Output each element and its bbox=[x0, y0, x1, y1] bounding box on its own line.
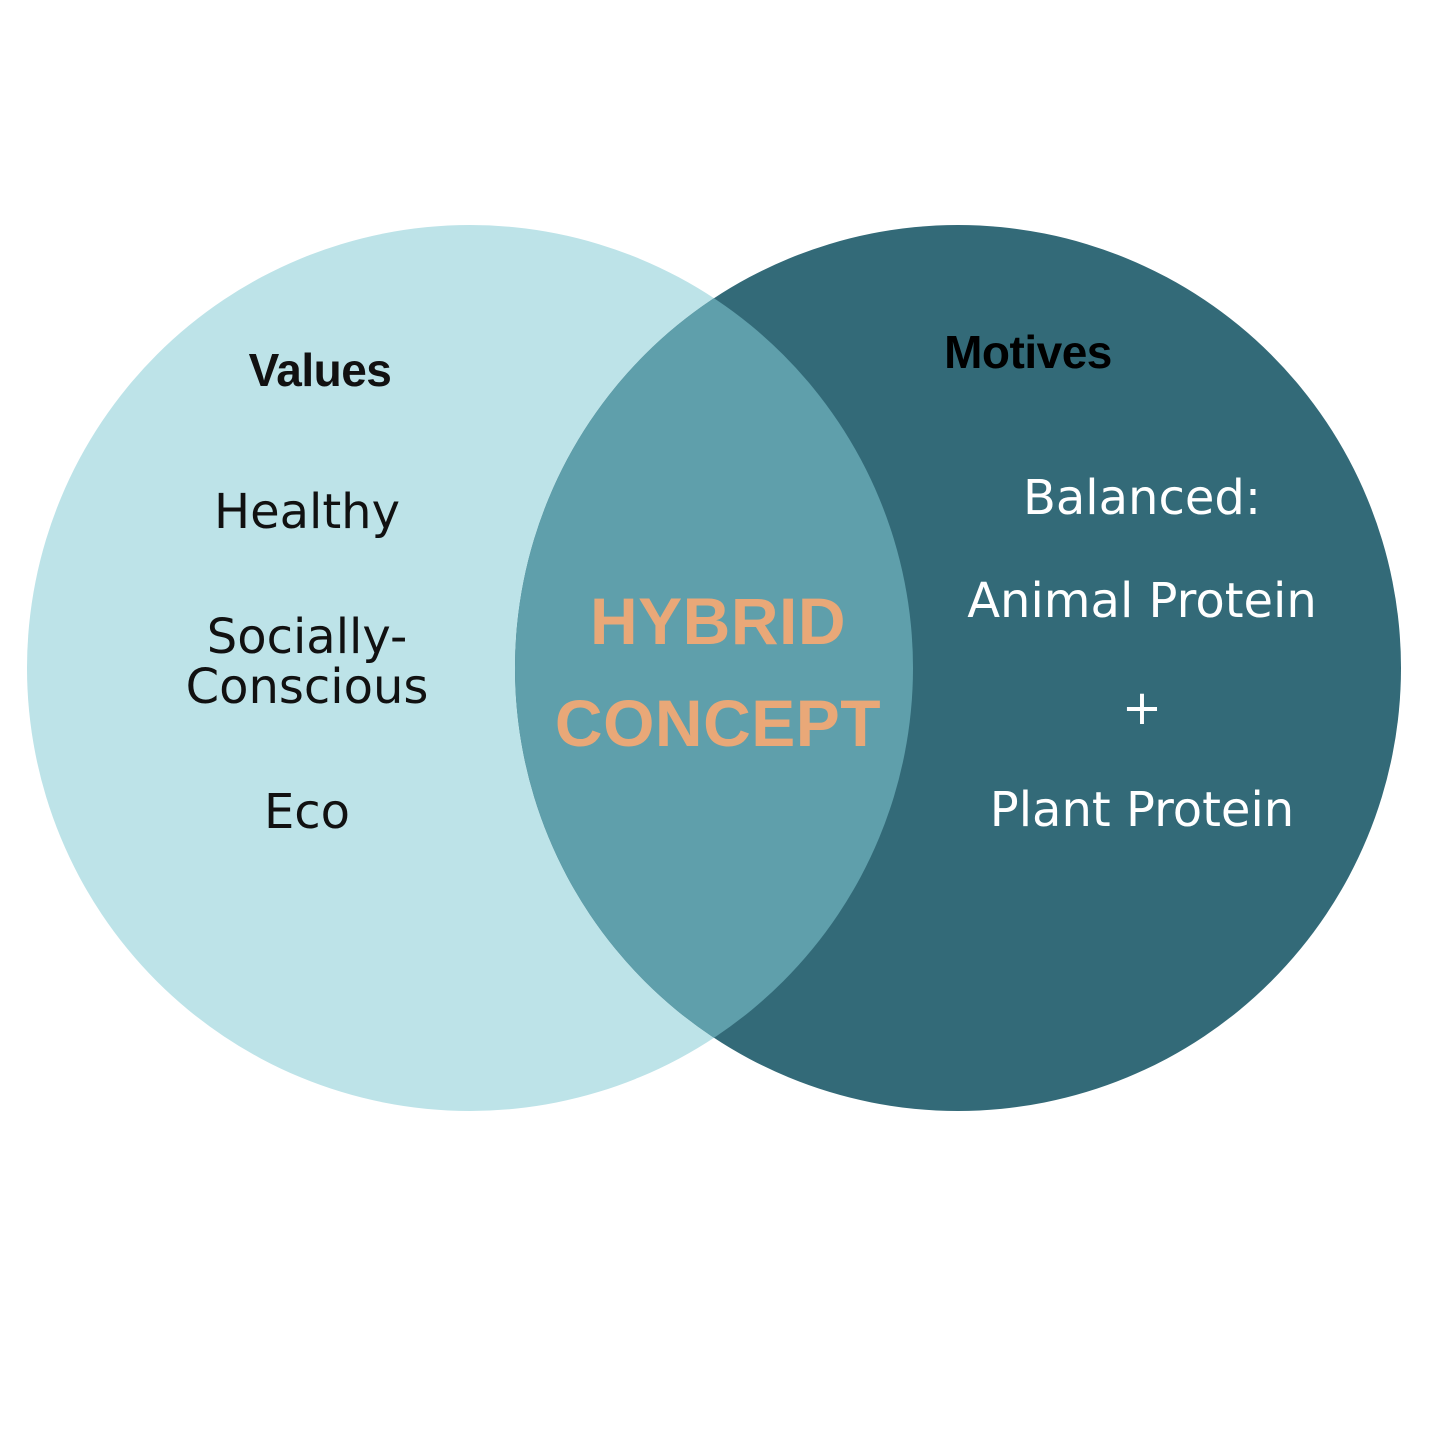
intersection-label-line1: HYBRID bbox=[589, 584, 846, 658]
right-item-plant-protein: Plant Protein bbox=[989, 782, 1295, 838]
right-item-plus: + bbox=[1121, 680, 1163, 736]
left-item-socially-conscious: Socially- Conscious bbox=[185, 609, 429, 715]
left-set-title: Values bbox=[248, 344, 392, 396]
right-item-animal-protein: Animal Protein bbox=[967, 573, 1317, 629]
left-item-healthy: Healthy bbox=[213, 484, 401, 540]
right-item-balanced: Balanced: bbox=[1022, 470, 1262, 526]
intersection-label-line2: CONCEPT bbox=[554, 686, 882, 760]
right-set-title: Motives bbox=[944, 326, 1112, 378]
overlap-region bbox=[515, 225, 913, 1111]
left-item-eco: Eco bbox=[263, 784, 351, 840]
